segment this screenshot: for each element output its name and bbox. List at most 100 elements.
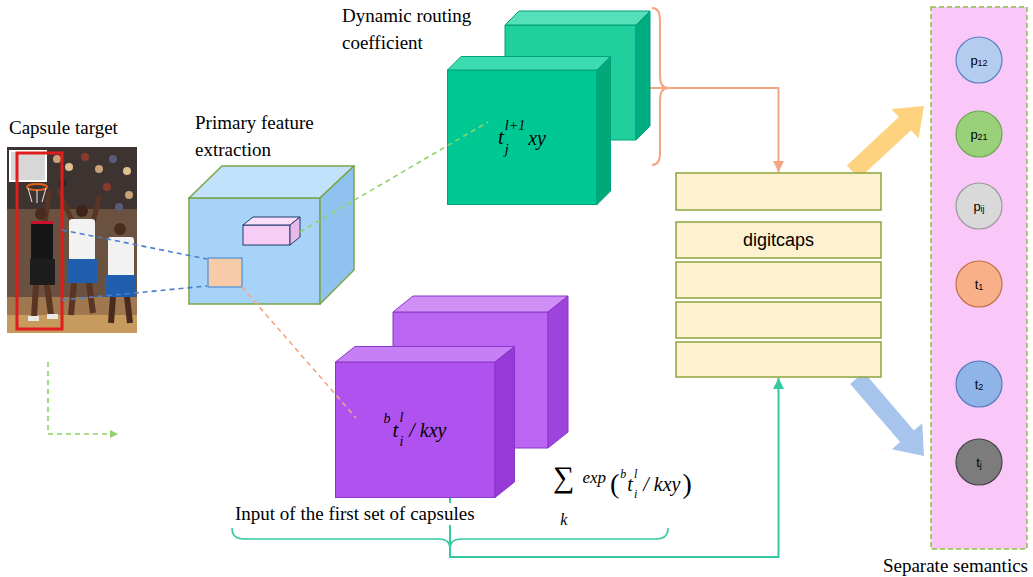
index-stack: l+1 j [505,119,525,157]
svg-rect [10,151,46,181]
semantic-index: j [980,461,982,470]
bar-text-box: digitcaps [675,222,882,258]
node-photo: Capsule target [7,147,137,333]
block-arrow [847,106,924,179]
svg-rect [108,237,134,277]
arrowhead [773,378,784,389]
svg-path [34,285,51,317]
node-circ: tj [954,437,1004,487]
circle-label: tj [954,437,1004,487]
math-superscript: l+1 [505,119,525,133]
circle-label: t2 [954,359,1004,409]
svg-circle [123,167,131,175]
svg-rect [676,173,881,210]
node-circ: pij [954,181,1004,231]
svg-rect [28,316,39,321]
semantic-index: 1 [978,283,983,292]
svg-rect [208,258,242,287]
math-superscript: b [384,412,391,426]
semantic-symbol: p [970,128,977,141]
circle-label: p12 [954,35,1004,85]
svg-path [28,188,46,203]
layer-name: digitcaps [743,231,814,249]
svg-circle [81,153,89,161]
svg-rect [676,222,881,258]
semantic-symbol: t [975,278,979,291]
back-purple-box-top [393,296,568,312]
svg-polygon [597,57,611,205]
svg-polygon [448,57,611,71]
svg-path [45,193,49,223]
math-symbol: t [498,127,504,148]
node-circ: t1 [954,259,1004,309]
node-purple: btli/ kxy [335,346,515,498]
math-row: tl+1 j xy [447,70,597,205]
math-subscript: i [634,488,637,500]
math-row: btli/ kxy [335,362,495,498]
leader-line [242,287,356,418]
svg-rect [336,362,496,498]
svg-circle [114,223,126,235]
svg-rect [31,221,53,224]
circle-label: t1 [954,259,1004,309]
dotted-pointer-head [110,430,118,438]
node-circ: p21 [954,109,1004,159]
semantic-index: 12 [978,59,988,68]
math-operator: ∑ [553,462,574,492]
svg-rect [676,302,881,338]
back-green-box-top [505,11,650,25]
back-purple-box-side [548,296,568,448]
leader-line [242,287,355,305]
svg-rect [30,259,55,285]
svg-rect [448,70,598,205]
svg-circle [109,155,117,163]
svg-path [111,297,130,323]
svg-polygon [336,347,515,363]
index-stack: li [399,411,403,449]
semantic-symbol: p [970,54,977,67]
stack-shape [675,172,882,378]
svg-rect [676,262,881,298]
svg-path [59,191,99,223]
teal-bracket [232,528,668,548]
orange-brace [652,8,668,165]
block-arrow [850,372,924,456]
math-symbol: t [627,474,633,494]
svg-polygon [290,217,300,245]
leader-line [300,165,355,232]
math-superscript: b [620,468,626,480]
svg-circle [956,261,1002,307]
svg-rect [189,198,320,304]
math-index: k [560,512,567,528]
svg-circle [115,203,123,211]
svg-rect [106,275,136,297]
caption-label: Input of the first set of capsules [233,503,477,525]
svg-circle [95,165,103,173]
math-subscript: j [505,143,509,157]
math-symbol: t [393,420,399,441]
svg-circle [956,361,1002,407]
svg-rect [47,314,58,319]
svg-rect [31,221,53,261]
math-superscript: l [399,411,403,425]
math-bracket: ) [682,470,691,498]
svg-rect [243,225,290,245]
math-function: exp [582,469,606,486]
back-green-box-side [636,11,650,140]
svg-circle [956,37,1002,83]
formula: ∑ k exp(btli/ kxy) [553,462,692,528]
node-green: tl+1 j xy [447,56,611,205]
svg-circle [956,183,1002,229]
math-superscript: l [634,468,637,480]
svg-rect [676,342,881,377]
math-symbol: xy [528,128,546,148]
semantic-index: 21 [978,133,988,142]
exp-row: exp(btli/ kxy) [582,468,691,500]
leader-line [335,346,356,418]
target-heading: Capsule target [9,116,118,140]
math-subscript: i [399,435,403,449]
semantic-index: ij [981,205,985,214]
cube-shape [188,165,355,305]
semantic-symbol: p [973,200,980,213]
